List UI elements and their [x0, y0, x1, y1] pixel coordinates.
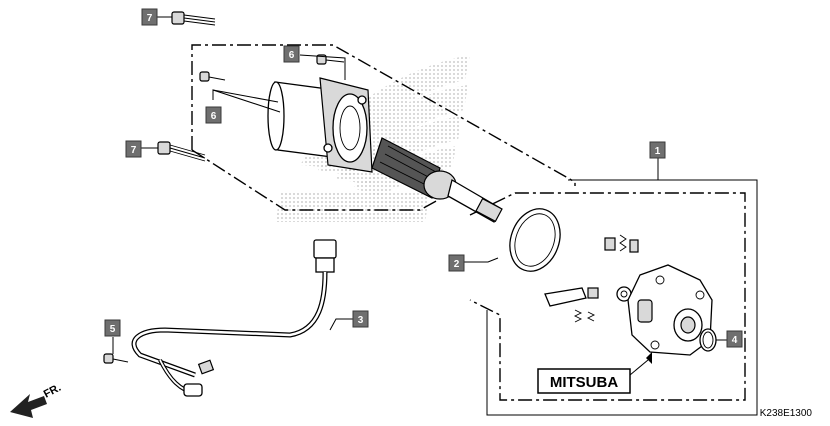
svg-text:7: 7 — [147, 13, 153, 24]
svg-text:3: 3 — [358, 315, 364, 326]
motor-yoke — [267, 77, 373, 173]
svg-text:6: 6 — [211, 111, 217, 122]
callout-3: 3 — [352, 310, 369, 328]
callout-1: 1 — [649, 141, 666, 159]
callout-5: 5 — [104, 319, 121, 337]
callout-6-top: 6 — [283, 45, 300, 63]
starter-cable — [131, 239, 337, 397]
flange-bolt-long-top — [171, 11, 216, 26]
mitsuba-label: MITSUBA — [537, 368, 631, 394]
front-cover — [627, 264, 713, 356]
svg-text:6: 6 — [289, 50, 295, 61]
brush-holder-parts — [544, 234, 639, 323]
svg-text:5: 5 — [110, 324, 116, 335]
small-bolt-top — [316, 54, 345, 65]
callout-7-left: 7 — [125, 140, 142, 158]
callout-6-left: 6 — [205, 106, 222, 124]
small-bolt-bottom — [103, 353, 129, 364]
callout-4: 4 — [726, 330, 743, 348]
svg-text:7: 7 — [131, 145, 137, 156]
small-bolt-left — [199, 71, 226, 82]
armature — [371, 137, 503, 223]
svg-text:MITSUBA: MITSUBA — [550, 374, 618, 391]
svg-text:1: 1 — [655, 146, 661, 157]
flange-bolt-long-left — [157, 141, 206, 162]
callout-7-top: 7 — [141, 8, 158, 26]
gear-case-outline — [469, 192, 746, 401]
diagram-code: K238E1300 — [760, 408, 813, 419]
svg-text:4: 4 — [732, 335, 738, 346]
front-direction-arrow-icon: FR. — [10, 382, 63, 418]
starter-assembly-outline — [191, 44, 576, 186]
mitsuba-pointer-arrow — [646, 352, 652, 364]
o-ring-small — [699, 328, 717, 352]
svg-text:2: 2 — [454, 259, 460, 270]
svg-text:FR.: FR. — [42, 382, 63, 401]
callout-2: 2 — [448, 254, 465, 272]
leader-lines — [112, 16, 727, 376]
starter-lower-outline — [191, 149, 439, 211]
o-ring-large — [509, 208, 561, 272]
part-1-bracket — [486, 179, 758, 416]
